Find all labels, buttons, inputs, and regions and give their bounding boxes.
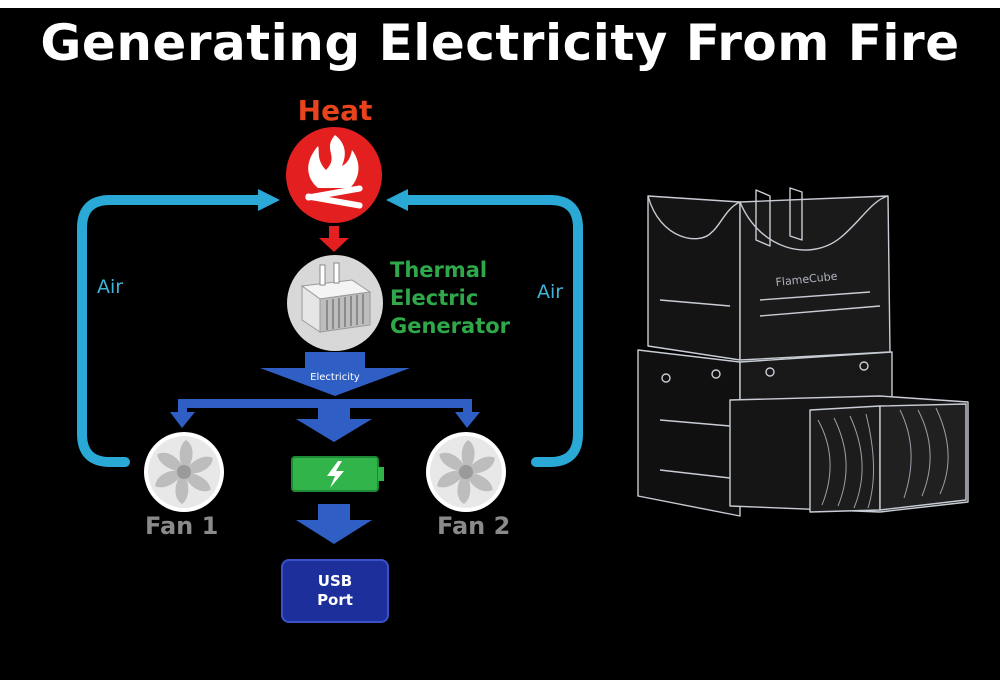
product-brand-label: FlameCube [775,270,838,289]
fan-1-label: Fan 1 [145,512,219,540]
heat-arrow [319,226,349,252]
air-label-right: Air [537,281,564,303]
electricity-arrow [260,352,410,396]
usb-port-box: USB Port [281,559,389,623]
teg-icon [287,255,383,351]
air-loop-right [399,195,583,467]
air-loop-left [77,195,267,467]
usb-arrow [296,504,372,544]
fan-2-label: Fan 2 [437,512,511,540]
fire-icon [286,127,382,223]
fan-icon-2 [426,432,506,512]
air-label-left: Air [97,276,124,298]
teg-label-line-2: Electric [390,286,479,310]
air-arrowhead-right [386,189,408,211]
usb-label-line-2: Port [317,591,353,609]
teg-label-line-3: Generator [390,314,511,338]
battery-icon [291,456,384,492]
electricity-label: Electricity [310,372,360,383]
usb-label-line-1: USB [317,572,353,590]
heat-label: Heat [297,94,373,127]
teg-label: Thermal Electric Generator [390,256,510,340]
page-title: Generating Electricity From Fire [40,14,960,72]
power-distribution-arrows [170,399,480,442]
fan-icon-1 [144,432,224,512]
air-arrowhead-left [258,189,280,211]
flamecube-product-image [637,187,969,517]
teg-label-line-1: Thermal [390,258,488,282]
